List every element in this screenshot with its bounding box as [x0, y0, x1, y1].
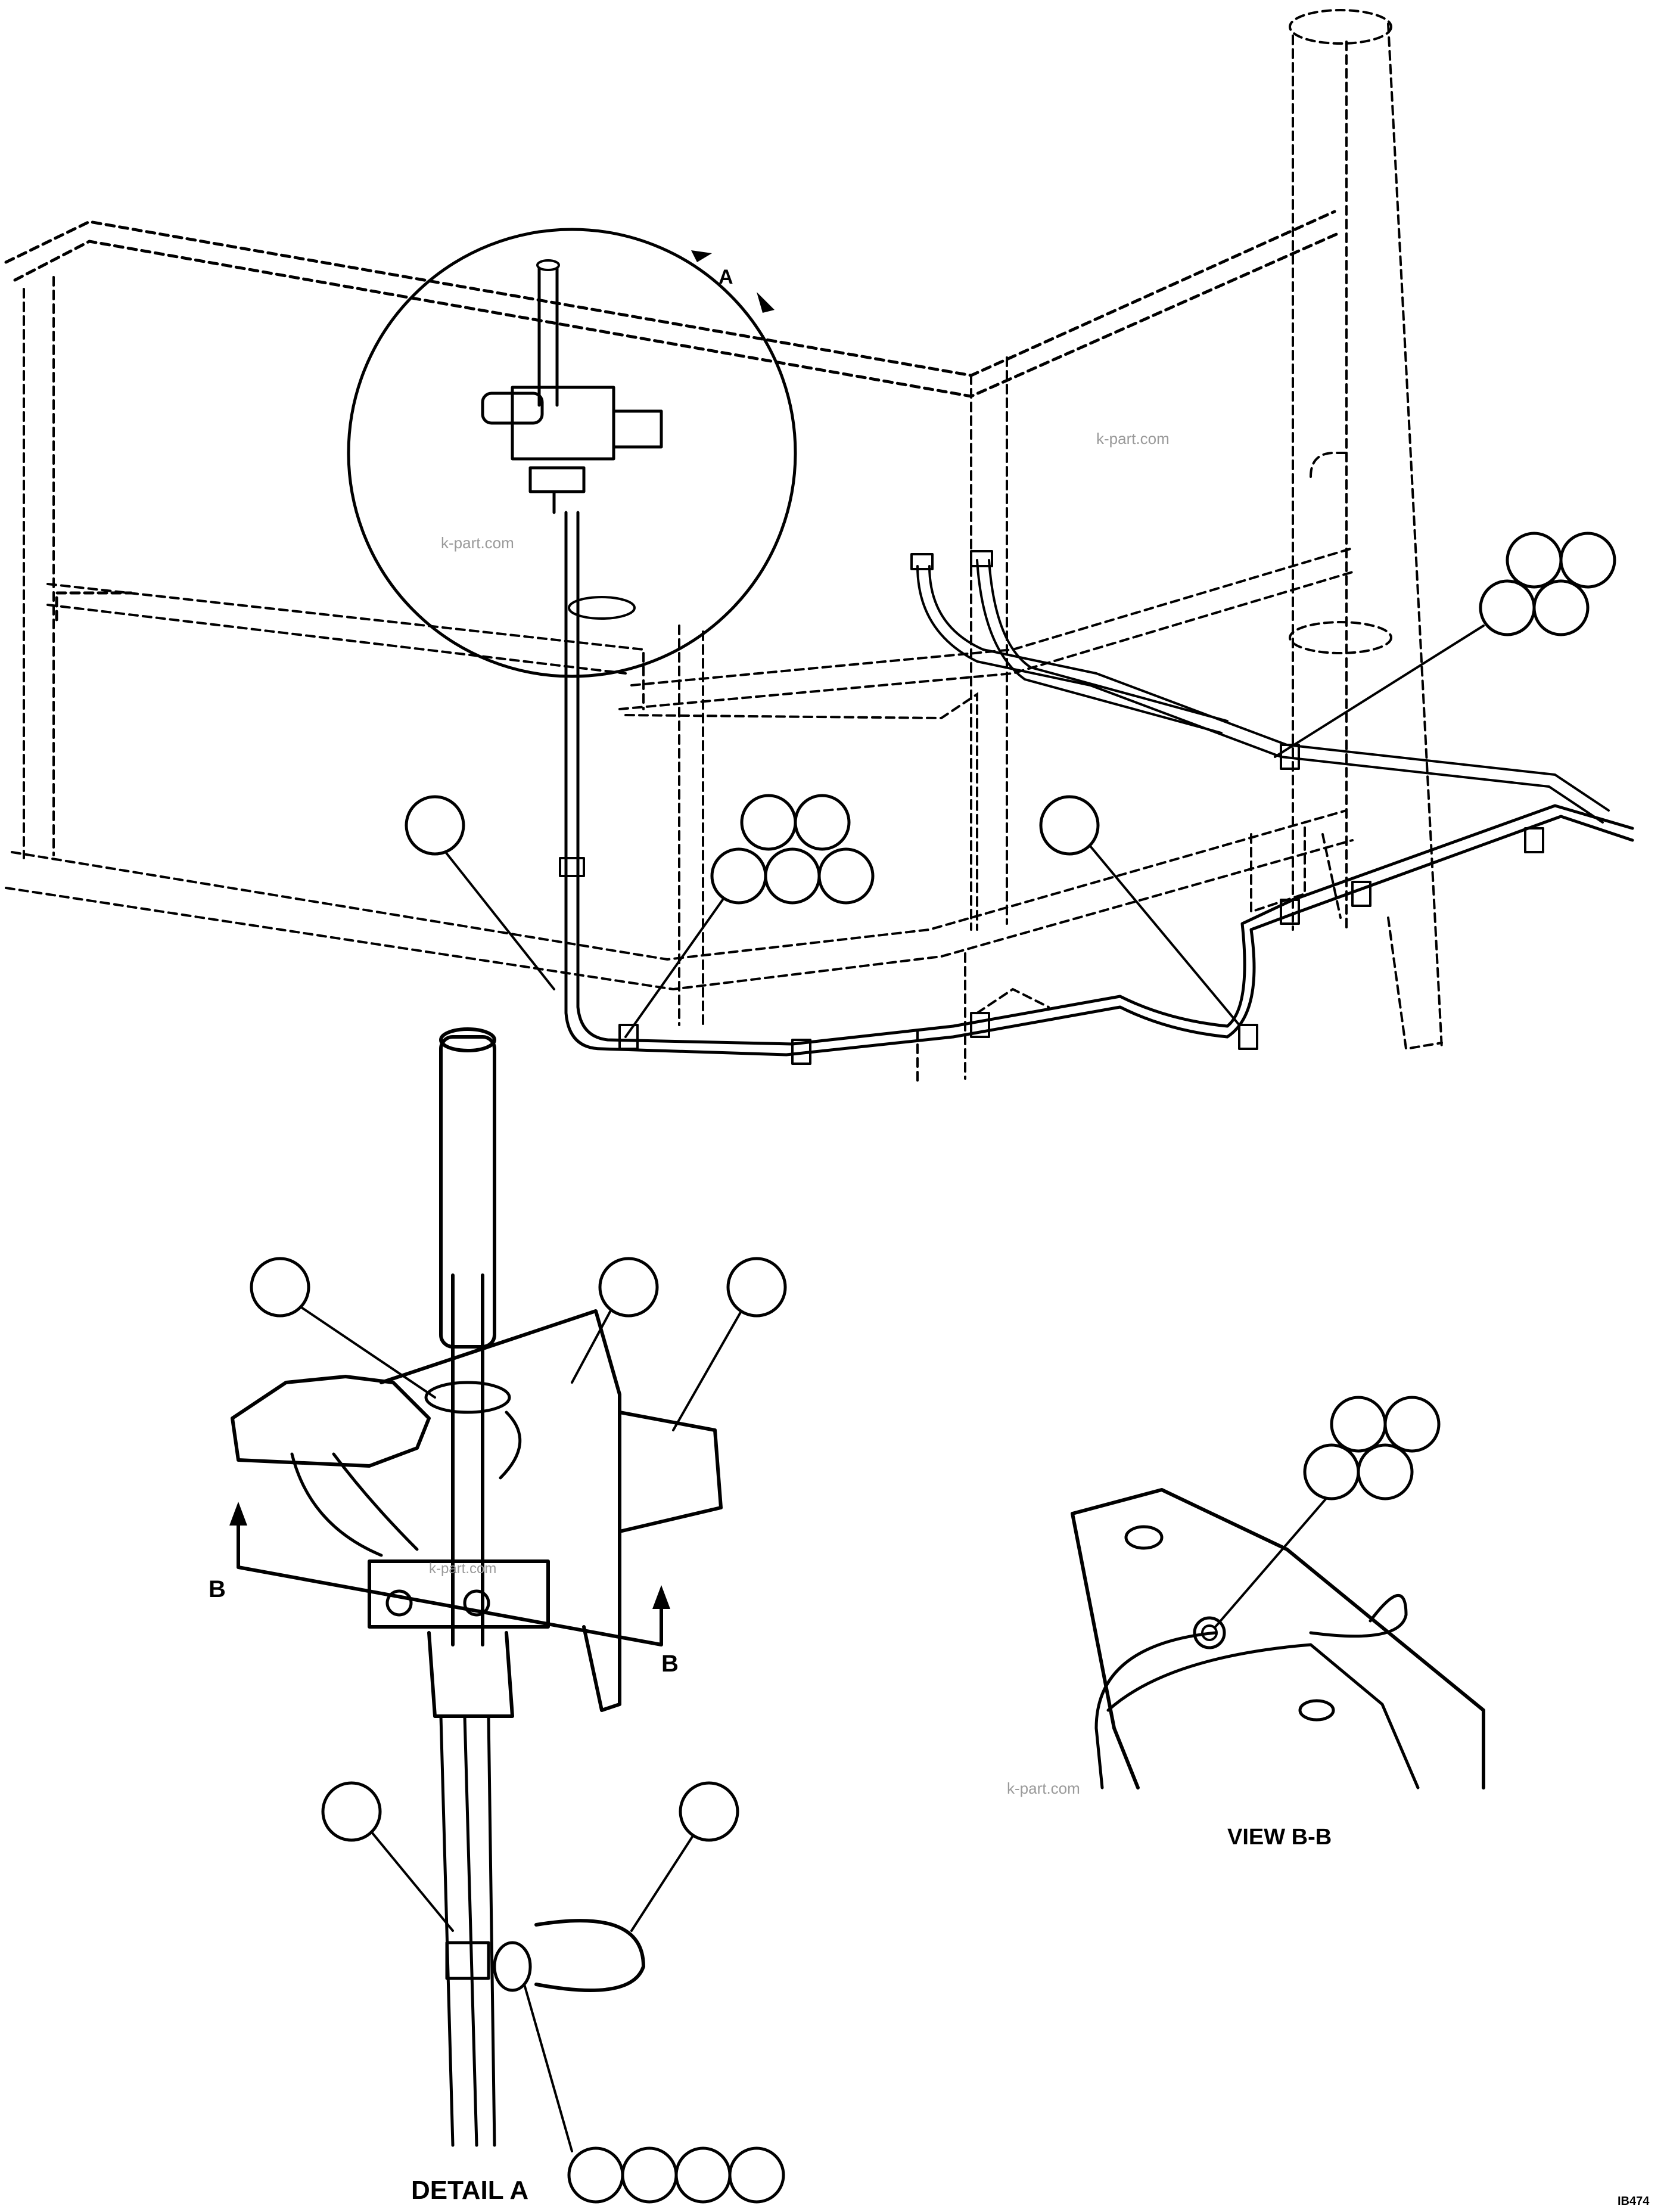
watermark: k-part.com [1007, 1779, 1080, 1797]
view-bb-title: VIEW B-B [1227, 1825, 1332, 1850]
detail-a-title: DETAIL A [411, 2176, 528, 2205]
section-arrow-left [229, 1502, 247, 1526]
callout-bubble[interactable] [321, 1781, 382, 1842]
detail-ref-label: A [719, 266, 733, 288]
callout-bubble[interactable] [728, 2146, 785, 2204]
callout-bubble[interactable] [794, 794, 851, 851]
callout-bubble[interactable] [1506, 532, 1563, 589]
callout-group-top-right [1274, 532, 1616, 758]
callout-bubble[interactable] [740, 794, 797, 851]
callout-bubble[interactable] [567, 2146, 624, 2204]
callout-bubble[interactable] [1330, 1396, 1387, 1453]
callout-bubble[interactable] [1303, 1443, 1360, 1500]
callout-bubble[interactable] [1532, 579, 1590, 636]
watermark: k-part.com [429, 1561, 496, 1577]
callout-bubble[interactable] [679, 1781, 739, 1842]
callout-bubble[interactable] [598, 1257, 659, 1318]
callout-bubble[interactable] [674, 2146, 732, 2204]
section-b-label-right: B [661, 1651, 679, 1677]
callout-bubble[interactable] [764, 847, 821, 905]
platform-outline [4, 9, 1443, 1086]
detail-a-circle: A [347, 228, 797, 678]
antenna-harness [559, 511, 1634, 1065]
view-bb-drawing: VIEW B-B [1071, 1488, 1485, 1850]
sheet-code: IB474 [1618, 2195, 1650, 2208]
callout-bubble[interactable] [405, 795, 465, 856]
section-b-label-left: B [209, 1576, 226, 1602]
watermark: k-part.com [1096, 430, 1170, 448]
section-arrow-right [652, 1585, 670, 1609]
callout-group-top-left [405, 795, 555, 990]
callout-bubble[interactable] [1039, 795, 1100, 856]
callout-bubble[interactable] [621, 2146, 678, 2204]
callout-bubble[interactable] [726, 1257, 787, 1318]
watermark: k-part.com [441, 534, 514, 552]
callout-group-top-mid-right [1039, 795, 1240, 1026]
callout-bubble[interactable] [1559, 532, 1616, 589]
view-bb-callouts [1214, 1396, 1441, 1628]
callout-bubble[interactable] [250, 1257, 310, 1318]
rotation-arrow-right [757, 292, 775, 313]
detail-a-callouts [250, 1257, 787, 2204]
callout-bubble[interactable] [1479, 579, 1536, 636]
callout-bubble[interactable] [1357, 1443, 1414, 1500]
callout-bubble[interactable] [1383, 1396, 1441, 1453]
rotation-arrow-top [691, 250, 712, 262]
callout-group-top-center [624, 794, 875, 1038]
callout-bubble[interactable] [710, 847, 767, 905]
detail-a-drawing: B B DETAIL A [209, 1027, 723, 2205]
callout-bubble[interactable] [817, 847, 875, 905]
